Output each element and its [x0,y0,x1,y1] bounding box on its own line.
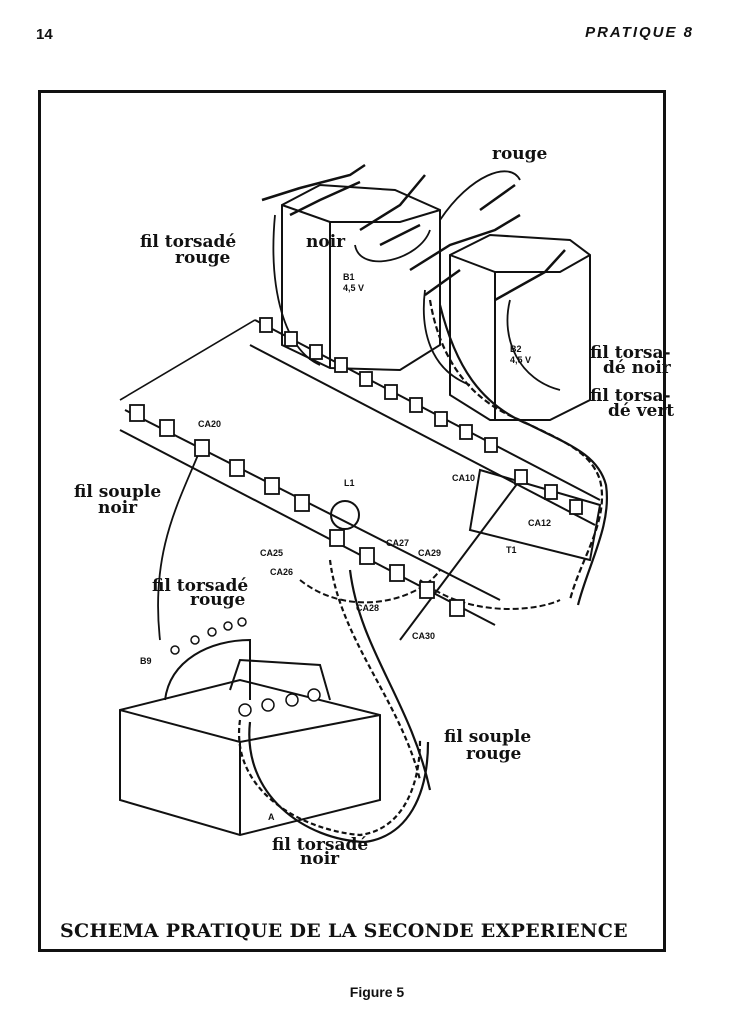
label-noir: noir [306,232,346,252]
lower-lugs [129,404,465,617]
figure-caption: SCHEMA PRATIQUE DE LA SECONDE EXPERIENCE [60,920,628,942]
label-fil-torsade-vert-1: fil torsa- [590,386,671,406]
label-fil-souple-noir-2: noir [98,498,138,518]
label-fil-torsade-noir-bottom-2: noir [300,849,340,869]
label-fil-torsade-rouge-mid-2: rouge [190,590,246,610]
label-fil-torsade-noir-right-1: fil torsa- [590,343,671,363]
battery-b2 [449,233,591,421]
label-ca12: CA12 [528,518,552,528]
label-fil-souple-rouge-1: fil souple [444,727,532,747]
lamp-l1 [330,500,360,530]
figure-frame [38,90,666,952]
label-fil-souple-rouge-2: rouge [466,744,522,764]
label-b9: B9 [140,656,152,666]
figure-label: Figure 5 [349,984,405,1000]
label-fil-torsade-rouge-mid-1: fil torsadé [152,576,249,596]
label-b1-voltage: 4,5 V [343,283,365,293]
label-fil-torsade-noir-right-2: dé noir [603,358,671,378]
label-b1: B1 [343,272,355,282]
label-b2: B2 [510,344,522,354]
label-ca25: CA25 [260,548,284,558]
transistor-t1 [468,468,602,562]
label-fil-torsade-rouge-1: fil torsadé [140,232,237,252]
label-fil-torsade-rouge-2: rouge [175,248,231,268]
label-a: A [268,812,275,822]
label-t1: T1 [506,545,517,555]
label-rouge-top: rouge [492,144,548,164]
label-ca29: CA29 [418,548,442,558]
label-l1: L1 [344,478,355,488]
label-ca20: CA20 [198,419,222,429]
label-ca28: CA28 [356,603,380,613]
label-fil-souple-noir-1: fil souple [74,482,162,502]
crocodile-clips [261,163,566,302]
page-number: 14 [36,26,53,43]
battery-b1 [281,183,441,372]
label-fil-torsade-noir-bottom-1: fil torsadé [272,835,369,855]
upper-lugs [259,317,583,515]
label-fil-torsade-vert-2: dé vert [608,401,675,421]
running-title: PRATIQUE 8 [585,24,694,41]
label-ca10: CA10 [452,473,476,483]
label-ca30: CA30 [412,631,436,641]
label-ca27: CA27 [386,538,410,548]
label-ca26: CA26 [270,567,294,577]
label-b2-voltage: 4,5 V [510,355,532,365]
b9-terminals [170,617,321,717]
transformer-b9 [119,638,381,837]
